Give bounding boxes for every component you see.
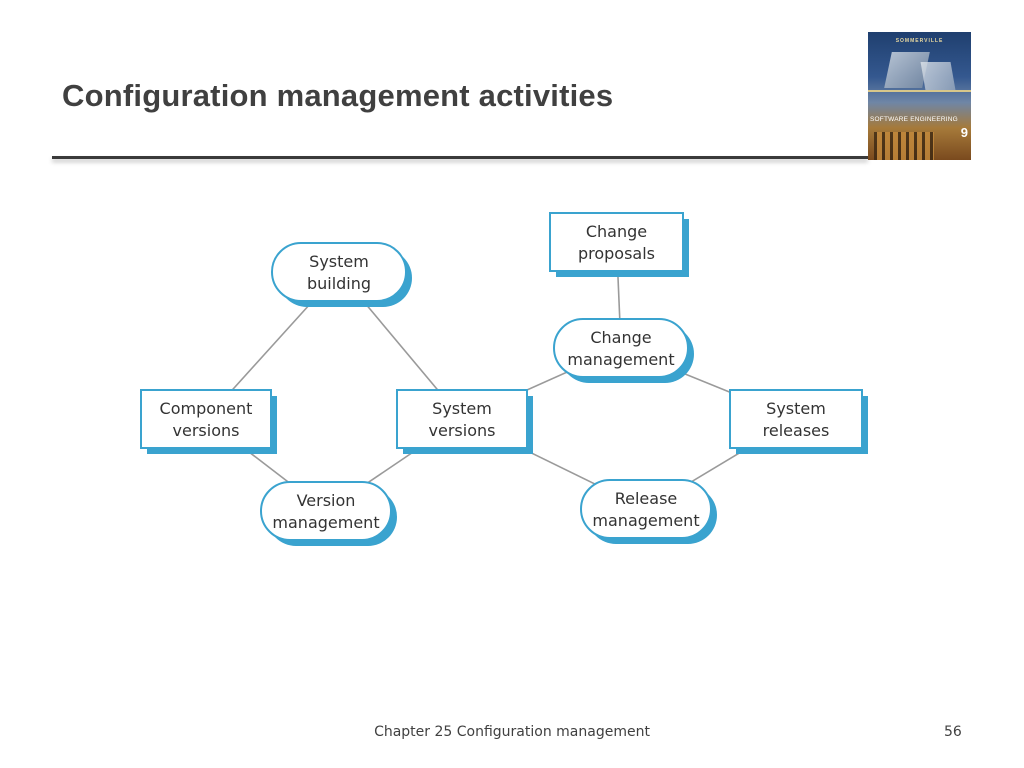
node-release-management: Release management	[580, 479, 717, 544]
cover-edition: 9	[960, 125, 968, 140]
slide-footer: Chapter 25 Configuration management	[374, 724, 650, 740]
node-component-versions: Component versions	[140, 389, 277, 454]
node-system-releases: System releases	[729, 389, 868, 454]
node-label-line: releases	[763, 421, 830, 440]
node-label-line: Change	[586, 222, 647, 241]
node-label-line: System	[309, 252, 369, 271]
node-label: Component versions	[160, 399, 253, 440]
node-label-line: Version	[297, 491, 356, 510]
node-label-line: management	[567, 350, 674, 369]
node-box	[729, 389, 863, 449]
cover-band	[868, 90, 971, 92]
node-change-proposals: Change proposals	[549, 212, 689, 277]
slide-title: Configuration management activities	[62, 78, 614, 113]
node-label-line: Change	[590, 328, 651, 347]
node-box	[260, 481, 392, 541]
node-box	[271, 242, 407, 302]
node-box	[396, 389, 528, 449]
node-label: Change management	[567, 328, 674, 369]
node-label-line: building	[307, 274, 371, 293]
node-version-management: Version management	[260, 481, 397, 546]
node-label-line: Release	[615, 489, 678, 508]
node-box	[580, 479, 712, 539]
node-label: Change proposals	[578, 222, 655, 263]
node-system-versions: System versions	[396, 389, 533, 454]
cover-title: SOFTWARE ENGINEERING	[870, 116, 958, 123]
node-label: System building	[307, 252, 371, 293]
node-box	[140, 389, 272, 449]
node-label-line: management	[592, 511, 699, 530]
node-change-management: Change management	[553, 318, 694, 383]
node-label-line: System	[432, 399, 492, 418]
node-label-line: System	[766, 399, 826, 418]
node-label: Release management	[592, 489, 699, 530]
node-label-line: management	[272, 513, 379, 532]
node-system-building: System building	[271, 242, 412, 307]
node-label-line: Component	[160, 399, 253, 418]
node-label-line: proposals	[578, 244, 655, 263]
title-divider	[52, 156, 868, 159]
node-box	[549, 212, 684, 272]
node-box	[553, 318, 689, 378]
node-label: System releases	[763, 399, 830, 440]
node-label-line: versions	[173, 421, 240, 440]
node-label: Version management	[272, 491, 379, 532]
node-label-line: versions	[429, 421, 496, 440]
cover-author: SOMMERVILLE	[895, 38, 944, 44]
book-cover-image: SOMMERVILLE SOFTWARE ENGINEERING 9	[868, 32, 971, 160]
page-number: 56	[944, 724, 962, 740]
cover-railing-shape	[874, 132, 934, 160]
node-label: System versions	[429, 399, 496, 440]
